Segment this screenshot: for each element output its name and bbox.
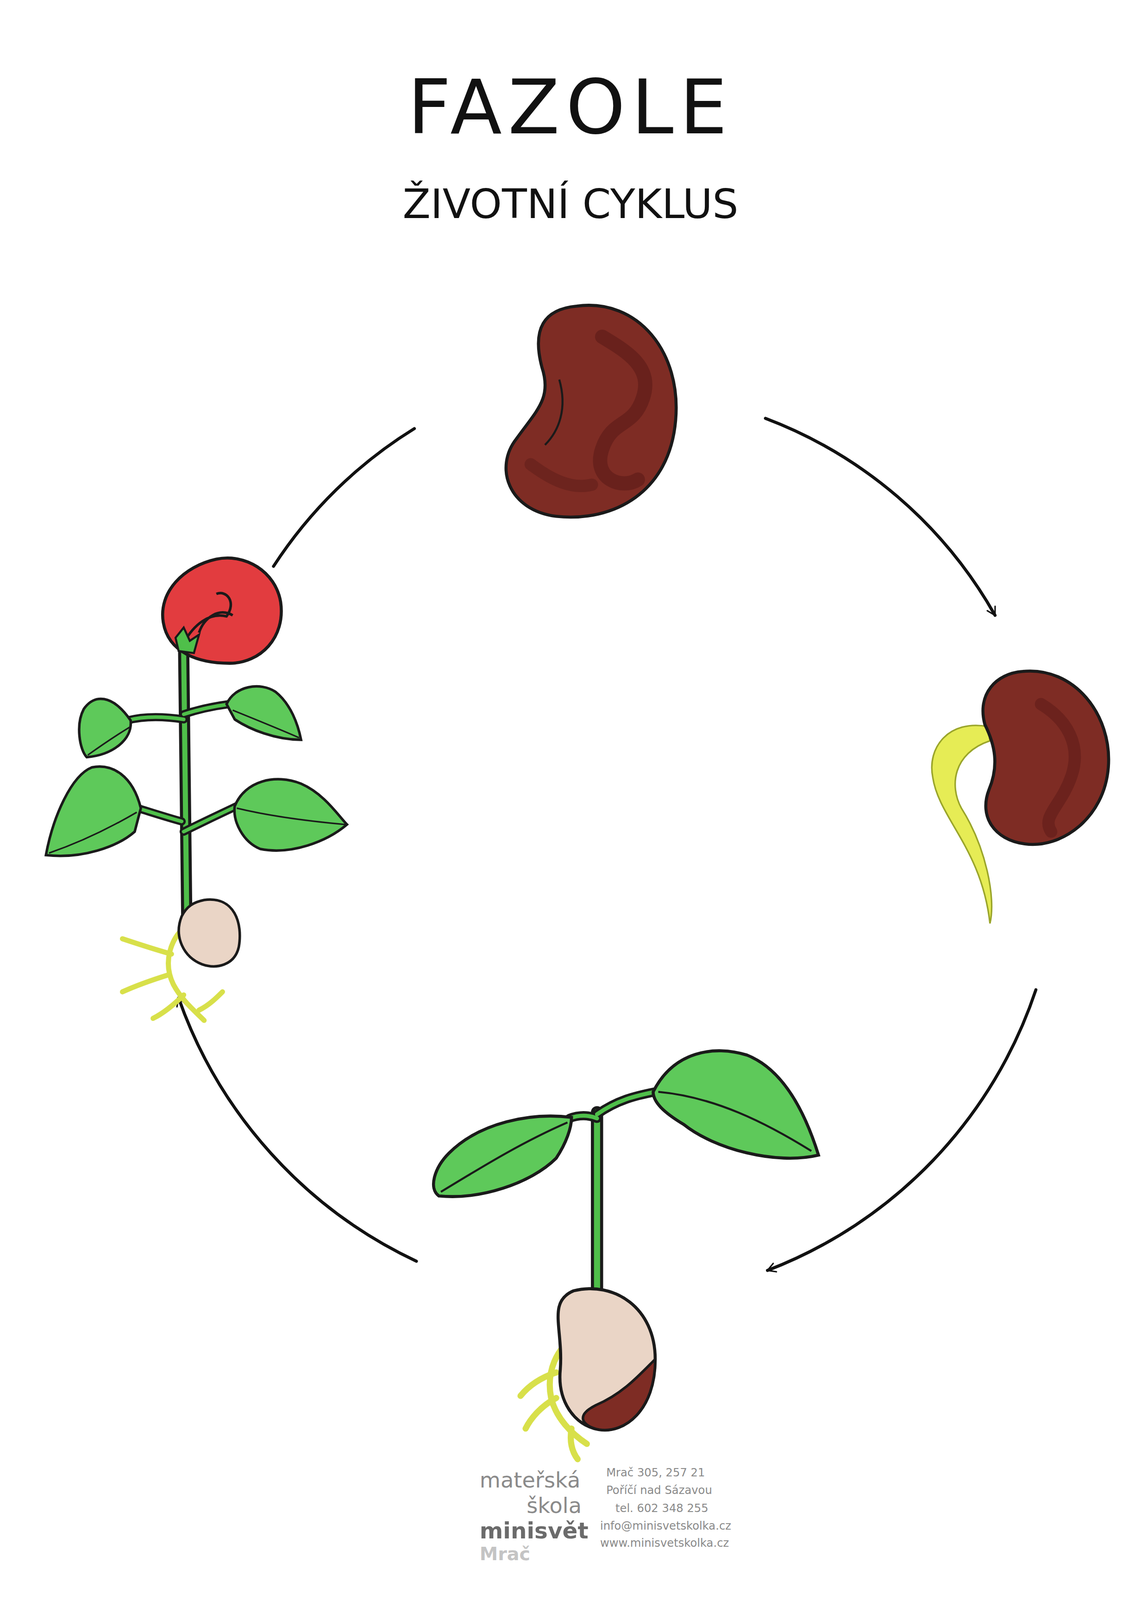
cycle-arrow — [273, 428, 415, 567]
school-logo-word: minisvět — [479, 1519, 589, 1543]
school-address: Poříčí nad Sázavou — [606, 1485, 713, 1497]
school-address: Mrač 305, 257 21 — [606, 1467, 705, 1479]
school-logo-word: škola — [526, 1495, 582, 1517]
cycle-arrows — [178, 418, 1036, 1271]
diagram-subtitle: ŽIVOTNÍ CYKLUS — [0, 183, 1141, 225]
germinating-seed — [931, 670, 1109, 924]
flowering-plant — [45, 557, 347, 1021]
school-logo-word: mateřská — [479, 1469, 581, 1492]
school-web: www.minisvetskolka.cz — [600, 1537, 729, 1549]
cycle-arrow — [178, 998, 417, 1262]
cycle-arrow — [765, 418, 996, 616]
seedling — [433, 1051, 819, 1460]
school-logo-word: Mrač — [479, 1545, 531, 1564]
school-email: info@minisvetskolka.cz — [600, 1520, 732, 1532]
bean-seed — [506, 305, 677, 517]
diagram-title: FAZOLE — [0, 69, 1141, 145]
school-phone: tel. 602 348 255 — [615, 1503, 709, 1515]
